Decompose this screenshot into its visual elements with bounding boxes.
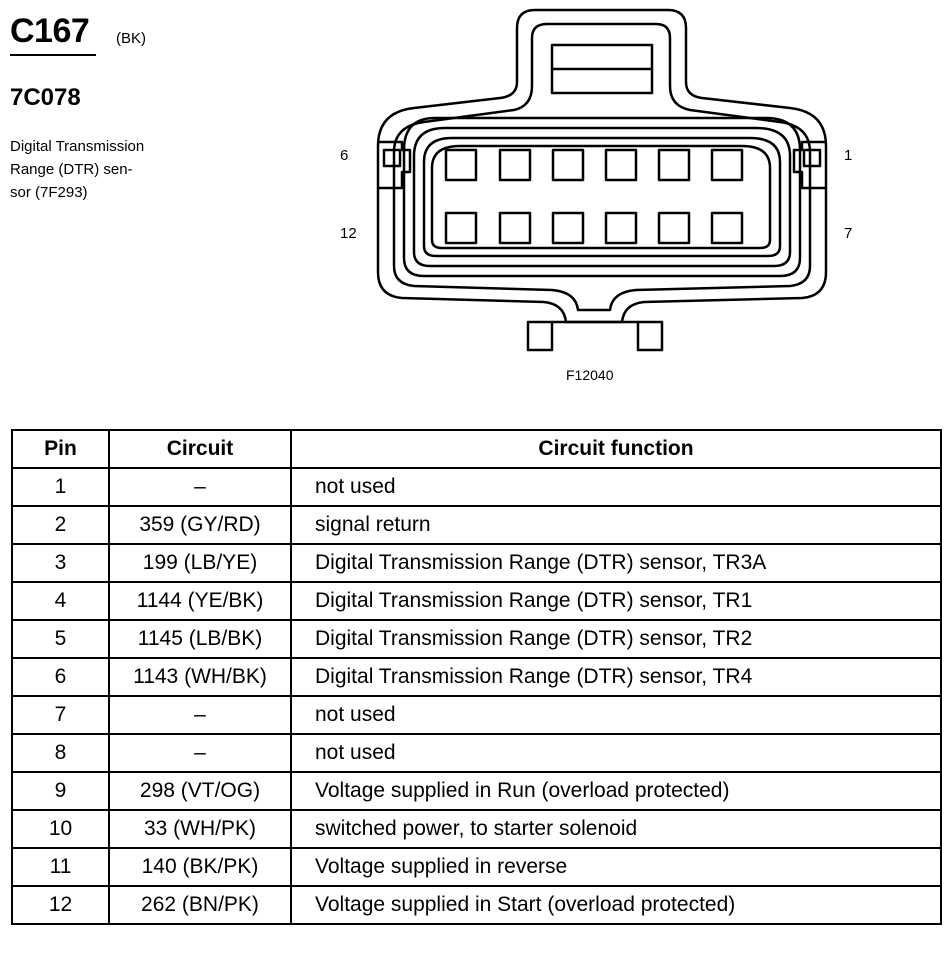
cell-circuit: 262 (BN/PK): [108, 885, 292, 925]
cell-circuit: 1145 (LB/BK): [108, 619, 292, 659]
pin-label-6: 6: [340, 147, 348, 164]
description-line: Digital Transmission: [10, 138, 145, 155]
cell-pin: 1: [11, 467, 110, 507]
cell-pin: 3: [11, 543, 110, 583]
pin-cavity: [604, 148, 638, 182]
cell-function: not used: [290, 733, 942, 773]
figure-id: F12040: [566, 367, 614, 383]
cell-circuit: 140 (BK/PK): [108, 847, 292, 887]
cell-pin: 4: [11, 581, 110, 621]
cell-pin: 11: [11, 847, 110, 887]
cell-pin: 9: [11, 771, 110, 811]
cell-circuit: 33 (WH/PK): [108, 809, 292, 849]
cell-circuit: 359 (GY/RD): [108, 505, 292, 545]
cell-circuit: 298 (VT/OG): [108, 771, 292, 811]
shroud-inner: [422, 136, 782, 258]
connector-color-code: (BK): [116, 30, 146, 47]
cavity-frame: [430, 144, 772, 250]
pin-cavity: [444, 148, 478, 182]
table-header-row: Pin Circuit Circuit function: [11, 429, 942, 469]
cell-pin: 5: [11, 619, 110, 659]
header-pin: Pin: [11, 429, 110, 469]
cell-function: Voltage supplied in reverse: [290, 847, 942, 887]
table-row: 9 298 (VT/OG) Voltage supplied in Run (o…: [11, 771, 942, 811]
connector-face-diagram: 6 1 12 7 F12040: [340, 8, 852, 383]
right-foot: [636, 320, 664, 352]
left-foot: [526, 320, 554, 352]
pin-cavity: [710, 148, 744, 182]
table-row: 3 199 (LB/YE) Digital Transmission Range…: [11, 543, 942, 583]
cell-pin: 7: [11, 695, 110, 735]
cell-function: not used: [290, 467, 942, 507]
connector-housing-inner: [392, 22, 812, 312]
pin-label-12: 12: [340, 225, 357, 242]
table-row: 6 1143 (WH/BK) Digital Transmission Rang…: [11, 657, 942, 697]
header-circuit: Circuit: [108, 429, 292, 469]
table-row: 1 – not used: [11, 467, 942, 507]
cell-pin: 10: [11, 809, 110, 849]
table-row: 10 33 (WH/PK) switched power, to starter…: [11, 809, 942, 849]
cell-pin: 12: [11, 885, 110, 925]
right-key: [792, 140, 826, 190]
cell-function: Voltage supplied in Start (overload prot…: [290, 885, 942, 925]
table-row: 4 1144 (YE/BK) Digital Transmission Rang…: [11, 581, 942, 621]
cell-circuit: –: [108, 467, 292, 507]
header-function: Circuit function: [290, 429, 942, 469]
cell-function: switched power, to starter solenoid: [290, 809, 942, 849]
cell-circuit: 1144 (YE/BK): [108, 581, 292, 621]
cell-function: Digital Transmission Range (DTR) sensor,…: [290, 581, 942, 621]
pin-cavity: [551, 148, 585, 182]
left-key: [378, 140, 412, 190]
table-row: 2 359 (GY/RD) signal return: [11, 505, 942, 545]
pin-cavity: [498, 148, 532, 182]
connector-id: C167: [10, 12, 90, 50]
description-line: sor (7F293): [10, 184, 88, 201]
connector-id-underline: [10, 54, 96, 56]
cell-circuit: –: [108, 695, 292, 735]
pin-label-7: 7: [844, 225, 852, 242]
cell-function: Digital Transmission Range (DTR) sensor,…: [290, 543, 942, 583]
table-row: 5 1145 (LB/BK) Digital Transmission Rang…: [11, 619, 942, 659]
table-row: 7 – not used: [11, 695, 942, 735]
pin-cavity: [604, 211, 638, 245]
pin-cavity: [657, 211, 691, 245]
table-row: 8 – not used: [11, 733, 942, 773]
pinout-table: Pin Circuit Circuit function 1 – not use…: [11, 429, 942, 925]
cell-pin: 2: [11, 505, 110, 545]
connector-description: Digital Transmission Range (DTR) sen- so…: [10, 135, 200, 204]
cell-circuit: –: [108, 733, 292, 773]
cell-pin: 8: [11, 733, 110, 773]
cell-function: Digital Transmission Range (DTR) sensor,…: [290, 619, 942, 659]
cell-function: signal return: [290, 505, 942, 545]
pin-cavity: [551, 211, 585, 245]
shroud-outer: [402, 116, 802, 278]
pin-cavity: [710, 211, 744, 245]
table-row: 12 262 (BN/PK) Voltage supplied in Start…: [11, 885, 942, 925]
pin-cavity: [498, 211, 532, 245]
table-row: 11 140 (BK/PK) Voltage supplied in rever…: [11, 847, 942, 887]
cell-function: Digital Transmission Range (DTR) sensor,…: [290, 657, 942, 697]
cell-circuit: 199 (LB/YE): [108, 543, 292, 583]
pin-cavity: [444, 211, 478, 245]
cell-function: Voltage supplied in Run (overload protec…: [290, 771, 942, 811]
part-number: 7C078: [10, 84, 81, 111]
cell-function: not used: [290, 695, 942, 735]
shroud-middle: [412, 126, 792, 268]
pin-cavity: [657, 148, 691, 182]
description-line: Range (DTR) sen-: [10, 161, 133, 178]
cell-pin: 6: [11, 657, 110, 697]
pin-label-1: 1: [844, 147, 852, 164]
cell-circuit: 1143 (WH/BK): [108, 657, 292, 697]
